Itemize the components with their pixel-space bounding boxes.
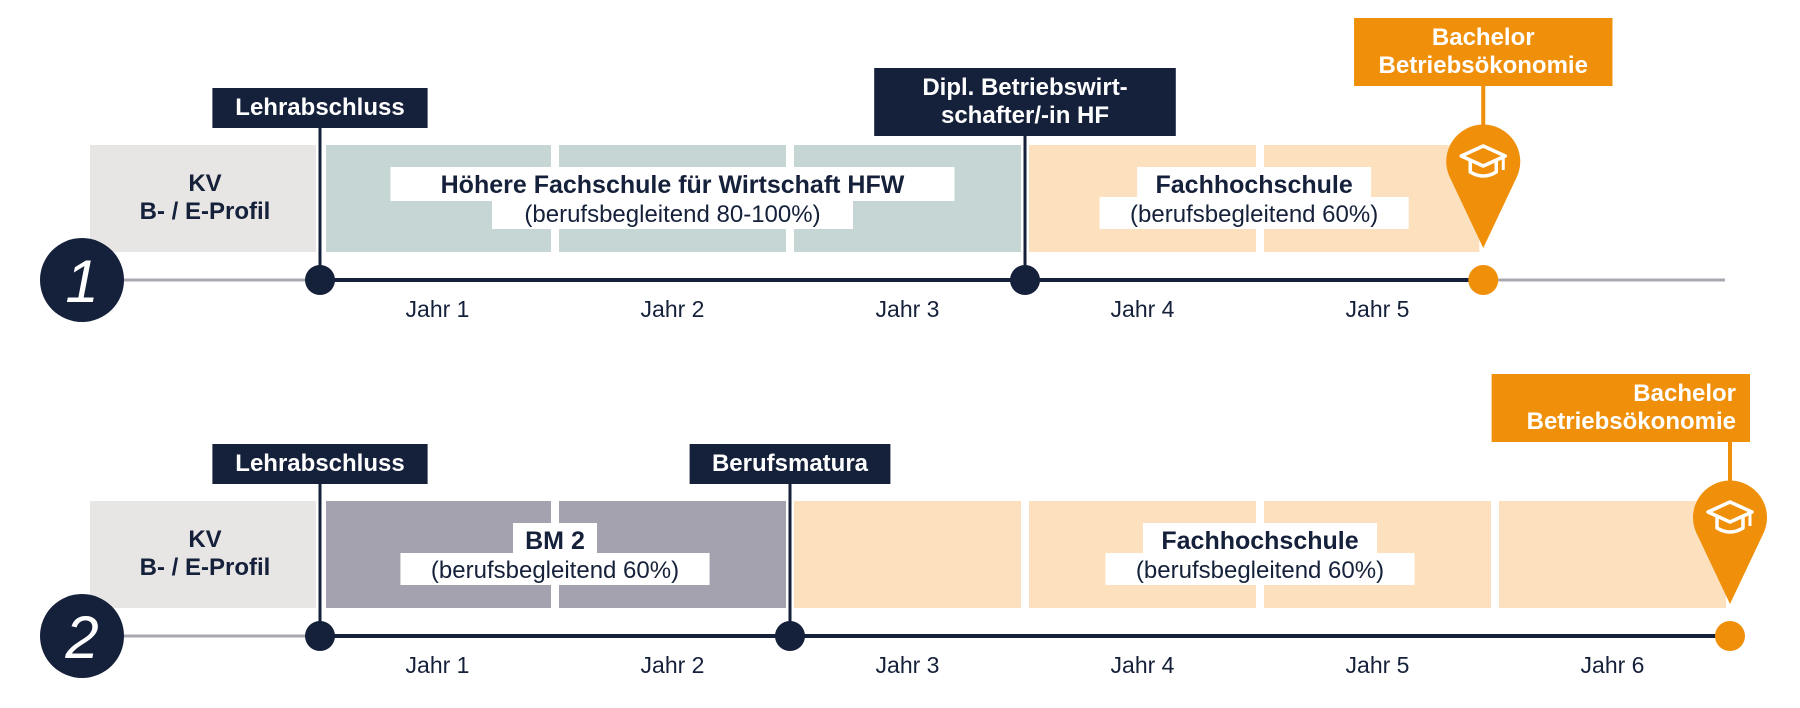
pathway-number: 1 (65, 248, 98, 315)
goal-label-text: Betriebsökonomie (1379, 52, 1588, 79)
year-label: Jahr 1 (406, 296, 470, 322)
milestone-dot (1010, 265, 1040, 295)
cap-base (1468, 161, 1498, 178)
milestone-label-text: schafter/-in HF (941, 102, 1109, 129)
pathway-number-badge (40, 594, 124, 678)
year-label: Jahr 6 (1581, 652, 1645, 678)
goal-label-box (1354, 18, 1613, 86)
milestone-label-box (689, 444, 891, 484)
block-title: BM 2 (525, 527, 585, 555)
year-label: Jahr 2 (641, 296, 705, 322)
graduation-cap-icon (1459, 144, 1507, 178)
cap-top (1706, 500, 1754, 524)
start-box (90, 145, 316, 252)
block-subtitle: (berufsbegleitend 60%) (1130, 201, 1378, 228)
milestone-label-box (212, 88, 428, 128)
year-label: Jahr 5 (1346, 652, 1410, 678)
block-subtitle: (berufsbegleitend 60%) (1136, 557, 1384, 584)
block-subtitle: (berufsbegleitend 60%) (431, 557, 679, 584)
milestone-label-text: Lehrabschluss (235, 94, 404, 121)
graduation-cap-icon (1706, 500, 1754, 534)
milestone-label-text: Dipl. Betriebswirt- (922, 74, 1127, 101)
start-box-line1: KV (188, 526, 221, 553)
goal-dot (1468, 265, 1499, 295)
milestone-label-text: Berufsmatura (712, 450, 869, 477)
block-subtitle: (berufsbegleitend 80-100%) (524, 201, 820, 228)
cap-base (1715, 517, 1745, 534)
year-label: Jahr 4 (1111, 652, 1175, 678)
milestone-dot (305, 621, 335, 651)
block-title: Fachhochschule (1155, 171, 1352, 199)
block-title-bg (513, 523, 597, 557)
block-subtitle-bg (1105, 553, 1415, 585)
goal-label-text: Bachelor (1633, 380, 1736, 407)
block-subtitle-bg (492, 197, 853, 229)
block-segment (794, 501, 1021, 608)
year-label: Jahr 4 (1111, 296, 1175, 322)
goal-label-text: Betriebsökonomie (1527, 408, 1736, 435)
block-title-bg (1143, 523, 1377, 557)
start-box-line2: B- / E-Profil (140, 554, 271, 581)
milestone-label-text: Lehrabschluss (235, 450, 404, 477)
block-segment (1499, 501, 1726, 608)
goal-dot (1715, 621, 1745, 651)
milestone-dot (775, 621, 805, 651)
block-title-bg (1137, 167, 1372, 201)
block-title-bg (390, 167, 955, 201)
pathway-number: 2 (64, 604, 98, 671)
start-box (90, 501, 316, 608)
year-label: Jahr 2 (641, 652, 705, 678)
year-label: Jahr 3 (876, 296, 940, 322)
pathway-1: KVB- / E-Profil Höhere Fachschule für Wir… (40, 18, 1725, 322)
start-box-line2: B- / E-Profil (140, 198, 271, 225)
year-label: Jahr 1 (406, 652, 470, 678)
block-subtitle-bg (400, 553, 710, 585)
goal-label-box (1491, 374, 1750, 442)
year-label: Jahr 5 (1346, 296, 1410, 322)
block-title: Fachhochschule (1161, 527, 1358, 555)
year-label: Jahr 3 (876, 652, 940, 678)
block-subtitle-bg (1099, 197, 1409, 229)
cap-top (1459, 144, 1507, 168)
pathway-number-badge (40, 238, 124, 322)
milestone-dot (305, 265, 335, 295)
block-title: Höhere Fachschule für Wirtschaft HFW (441, 171, 905, 199)
milestone-label-box (212, 444, 428, 484)
goal-label-text: Bachelor (1432, 24, 1535, 51)
milestone-label-box (874, 68, 1176, 136)
start-box-line1: KV (188, 170, 221, 197)
